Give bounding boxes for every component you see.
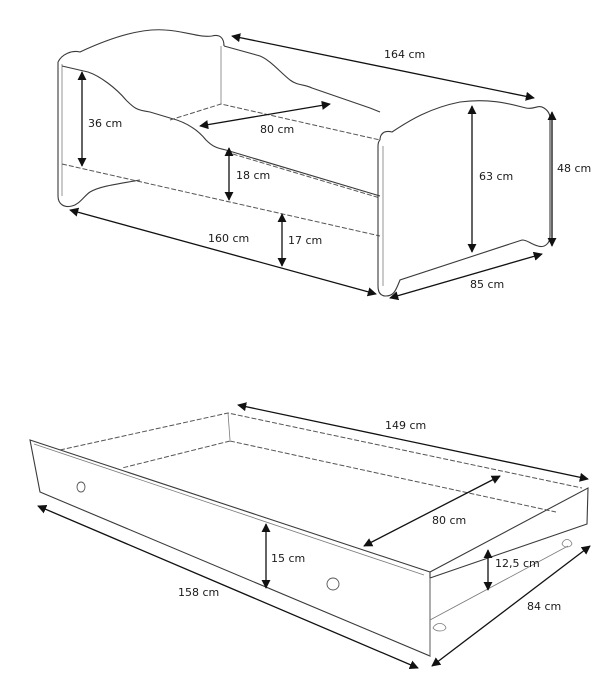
drawer-wheel-back — [561, 539, 573, 548]
drawer-knob-right — [326, 577, 340, 591]
label-160: 160 cm — [208, 232, 249, 245]
bed-front-rail — [61, 65, 381, 197]
dim-80-drawer-line — [363, 475, 501, 547]
drawer-drawing: 149 cm 158 cm 80 cm 15 cm 12,5 cm 84 cm — [29, 402, 591, 669]
label-149: 149 cm — [385, 419, 426, 432]
label-48: 48 cm — [557, 162, 591, 175]
label-80-bed: 80 cm — [260, 123, 294, 136]
label-85: 85 cm — [470, 278, 504, 291]
dim-164-line — [231, 33, 535, 101]
label-36: 36 cm — [88, 117, 122, 130]
dim-149-line — [237, 402, 589, 482]
dim-160-line — [69, 207, 377, 297]
drawer-knob-left — [76, 481, 86, 493]
dim-84-line — [431, 545, 591, 667]
drawer-front-panel — [29, 439, 431, 657]
label-84: 84 cm — [527, 600, 561, 613]
label-164: 164 cm — [384, 48, 425, 61]
bed-left-end-panel — [57, 29, 225, 208]
label-63: 63 cm — [479, 170, 513, 183]
drawer-wheel-front — [432, 623, 447, 632]
bed-back-rail — [223, 45, 381, 113]
bed-right-end-panel — [377, 100, 551, 297]
label-18: 18 cm — [236, 169, 270, 182]
label-80-drawer: 80 cm — [432, 514, 466, 527]
label-15: 15 cm — [271, 552, 305, 565]
bed-drawing: 164 cm 160 cm 80 cm 36 cm 18 cm 17 cm 63… — [57, 29, 591, 301]
dim-158-line — [37, 505, 419, 669]
drawer-back-wall — [59, 412, 583, 489]
dim-85-line — [389, 251, 543, 301]
dim-80-bed-line — [199, 100, 331, 130]
label-17: 17 cm — [288, 234, 322, 247]
label-12-5: 12,5 cm — [495, 557, 540, 570]
label-158: 158 cm — [178, 586, 219, 599]
